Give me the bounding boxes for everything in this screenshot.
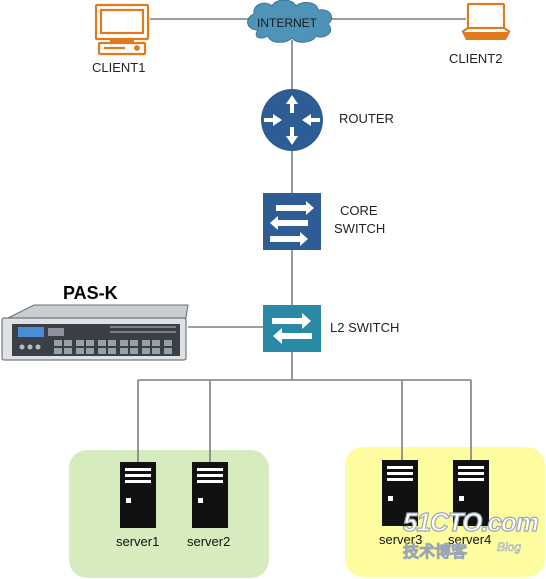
server1-node: server1: [116, 462, 159, 549]
l2-switch-label: L2 SWITCH: [330, 320, 399, 335]
client1-label: CLIENT1: [92, 60, 145, 75]
core-switch-node: CORE SWITCH: [263, 193, 385, 250]
internet-node: INTERNET: [247, 0, 333, 43]
rack-appliance-icon: [1, 304, 189, 361]
watermark-sub: 技术博客: [403, 542, 468, 561]
router-node: ROUTER: [261, 89, 394, 151]
server4-node: server4: [448, 460, 491, 547]
server-tower-icon: [120, 462, 156, 528]
watermark-main: 51CTO.com: [403, 507, 539, 537]
server-group-left: [69, 450, 269, 578]
client2-node: CLIENT2: [449, 2, 511, 66]
server-tower-icon: [192, 462, 228, 528]
connection-lines: [137, 18, 472, 462]
server3-node: server3: [379, 460, 422, 547]
cloud-icon: [247, 0, 333, 43]
server-tower-icon: [382, 460, 418, 526]
switch-icon: [263, 305, 321, 352]
server-tower-icon: [453, 460, 489, 526]
internet-label: INTERNET: [257, 16, 318, 30]
server2-node: server2: [187, 462, 230, 549]
router-icon: [261, 89, 323, 151]
laptop-icon: [461, 2, 511, 40]
switch-icon: [263, 193, 321, 250]
pas-k-label: PAS-K: [63, 283, 118, 303]
server2-label: server2: [187, 534, 230, 549]
server1-label: server1: [116, 534, 159, 549]
pas-k-node: PAS-K: [1, 283, 189, 361]
server3-label: server3: [379, 532, 422, 547]
watermark-blog: Blog: [497, 540, 521, 554]
desktop-computer-icon: [94, 3, 150, 56]
watermark: 51CTO.com 技术博客 Blog: [402, 506, 540, 561]
core-switch-label-line1: CORE: [340, 203, 378, 218]
l2-switch-node: L2 SWITCH: [263, 305, 399, 352]
client2-label: CLIENT2: [449, 51, 502, 66]
server4-label: server4: [448, 532, 491, 547]
core-switch-label-line2: SWITCH: [334, 221, 385, 236]
router-label: ROUTER: [339, 111, 394, 126]
client1-node: CLIENT1: [92, 3, 150, 75]
